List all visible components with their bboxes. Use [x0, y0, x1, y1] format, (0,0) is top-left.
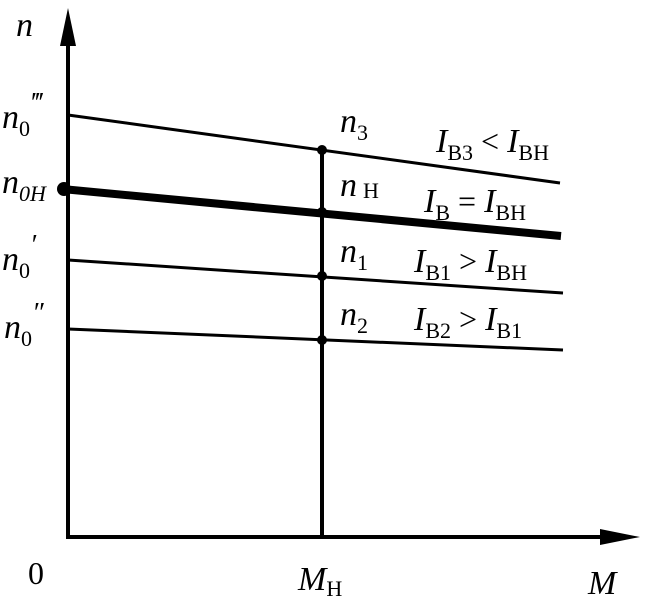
curve-line-1 [67, 258, 564, 295]
x-axis-label: M [587, 565, 618, 602]
y-axis-arrow [60, 8, 76, 46]
condition-label-2: IВ2 > IВ1 [413, 301, 522, 343]
condition-label-h: IВ = IВН [423, 183, 526, 225]
y-tick-label-0-double: n0″ [4, 298, 44, 351]
point-label-1: n1 [340, 233, 368, 275]
origin-label: 0 [28, 555, 44, 591]
y-tick-label-0h: n0H [2, 164, 47, 206]
mark-dot-3 [317, 145, 327, 155]
mark-label: MН [297, 561, 342, 601]
mark-dot-1 [317, 271, 327, 281]
x-axis-arrow [600, 529, 640, 545]
point-label-2: n2 [340, 296, 368, 338]
curve-line-3 [67, 113, 561, 185]
point-label-3: n3 [340, 103, 368, 145]
condition-label-1: IВ1 > IВН [413, 243, 527, 285]
y-axis-label: n [16, 7, 33, 44]
curve-line-h [61, 185, 562, 240]
y-tick-label-0-prime: n0′ [2, 230, 37, 283]
y-tick-label-0-triple: n0‴ [2, 88, 44, 141]
mark-dot-2 [317, 335, 327, 345]
condition-label-3: IВ3 < IВН [435, 123, 549, 165]
mark-dot-h [317, 207, 327, 217]
curve-line-2 [67, 327, 564, 352]
start-dot-h [57, 182, 71, 196]
